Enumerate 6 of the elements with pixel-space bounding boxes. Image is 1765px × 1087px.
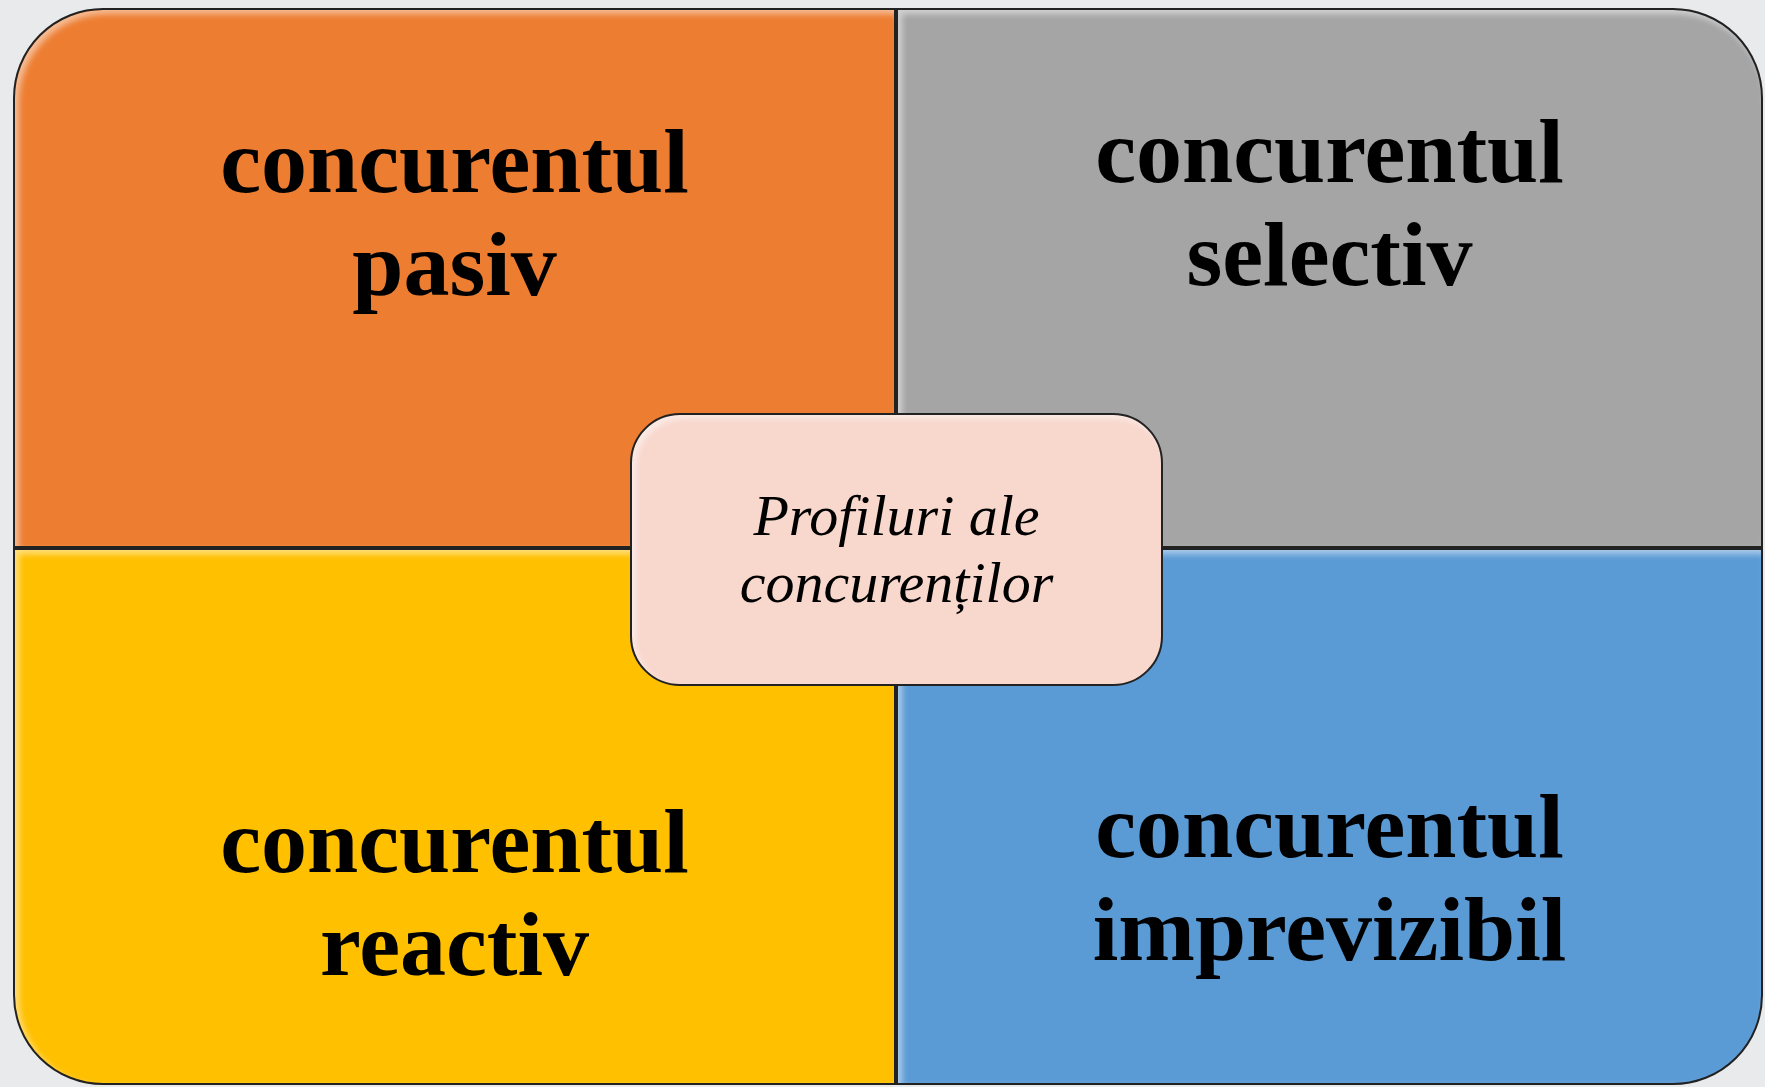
quadrant-label: concurentul selectiv — [1094, 100, 1565, 307]
quadrant-label: concurentul pasiv — [219, 110, 690, 317]
center-box — [630, 413, 1163, 686]
center-title: Profiluri ale concurenților — [738, 482, 1055, 617]
quadrant-label: concurentul imprevizibil — [1091, 775, 1568, 982]
quadrant-label: concurentul reactiv — [219, 790, 690, 997]
